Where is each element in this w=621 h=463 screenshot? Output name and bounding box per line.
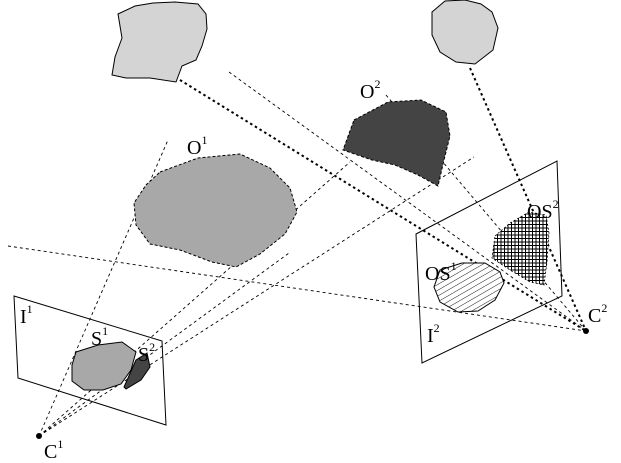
rays-from-c1 [38,139,475,437]
object-o1 [133,153,298,268]
image-plane-i1 [13,295,167,426]
image-plane-i2 [415,160,563,364]
label-o1: O1 [187,133,207,159]
label-os2: OS2 [527,197,559,223]
projection-s1 [71,341,137,391]
ray-c2-1 [7,245,587,332]
label-c1: C1 [44,437,63,463]
far-object-left [111,1,208,83]
ray-far-right [469,67,587,332]
label-os1: OS1 [425,259,457,285]
projection-os1 [433,262,505,313]
label-i1: I1 [20,302,33,328]
ray-c1-4 [38,252,290,437]
far-object-rays [179,67,587,332]
label-s2: S2 [138,340,155,366]
ray-c2-2 [228,71,587,332]
far-object-right [431,0,499,65]
projection-os2 [491,211,550,286]
camera-c2-point [583,328,589,334]
ray-far-left [179,79,587,332]
label-o2: O2 [360,77,380,103]
object-o2 [342,99,451,187]
label-i2: I2 [427,321,440,347]
rays-to-c2 [7,71,587,332]
camera-c1-point [36,433,42,439]
label-s1: S1 [91,324,108,350]
projection-s2 [123,352,151,390]
ray-c1-3 [38,156,475,437]
label-c2: C2 [588,301,607,327]
